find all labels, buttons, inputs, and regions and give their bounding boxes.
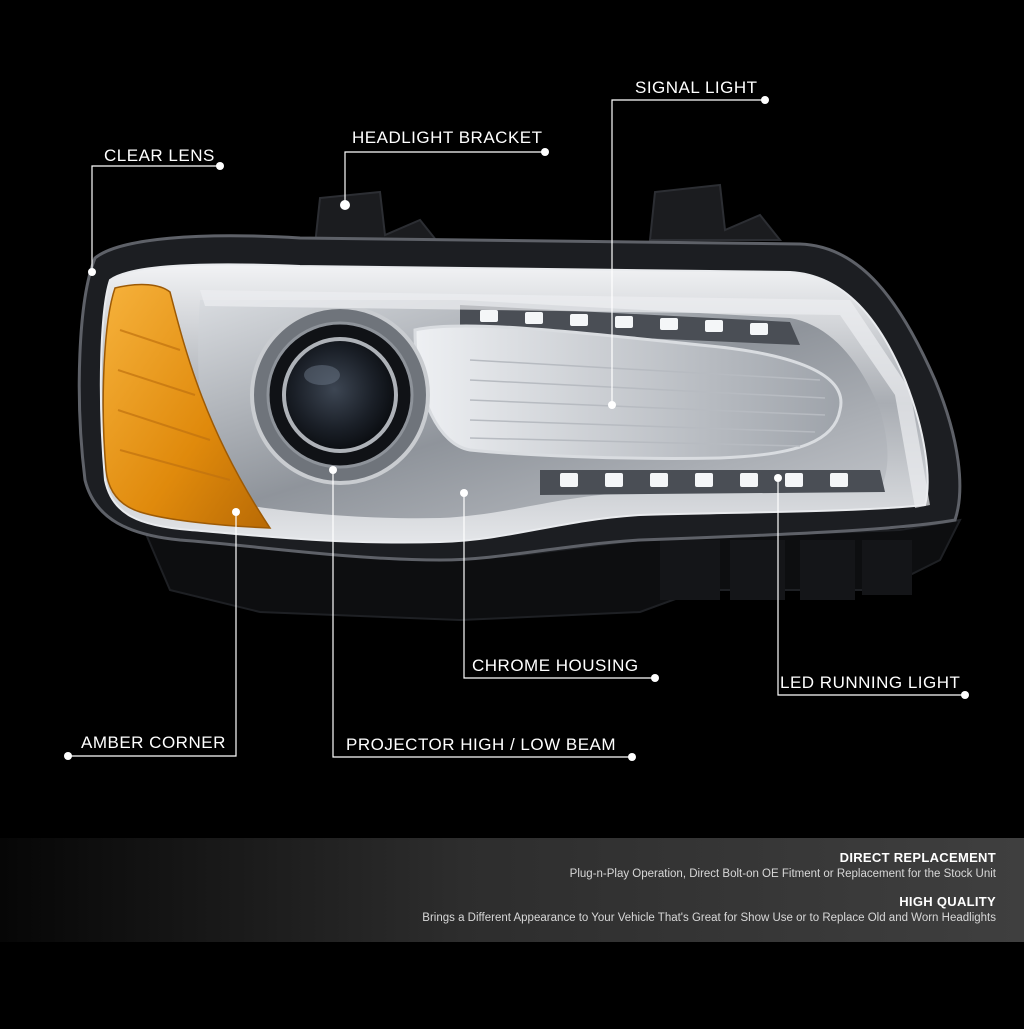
callout-chrome-housing: CHROME HOUSING [472,656,639,675]
callout-lines [68,99,965,758]
amber-corner-reflector [102,283,272,529]
projector-lens [250,305,430,485]
amber-texture [117,329,231,481]
callout-led-running-light: LED RUNNING LIGHT [780,673,961,692]
chrome-trim-strip [200,290,930,508]
feature-heading-direct-replacement: DIRECT REPLACEMENT [839,850,996,865]
callout-signal-light: SIGNAL LIGHT [635,78,758,97]
led-strip-bottom [540,470,885,495]
callout-amber-corner: AMBER CORNER [81,733,226,752]
callout-projector-beam: PROJECTOR HIGH / LOW BEAM [346,735,617,754]
callout-headlight-bracket: HEADLIGHT BRACKET [352,128,543,147]
feature-panel: DIRECT REPLACEMENT Plug-n-Play Operation… [0,838,1024,942]
callout-dots [64,96,969,761]
signal-light-module [413,324,843,460]
signal-light-ribs [469,359,826,447]
rear-housing [138,518,962,622]
headlight-bracket-right [648,183,783,241]
feature-heading-high-quality: HIGH QUALITY [899,894,996,909]
callout-clear-lens: CLEAR LENS [104,146,215,165]
led-strip-top [460,305,800,345]
feature-text-high-quality: Brings a Different Appearance to Your Ve… [422,912,996,924]
feature-text-direct-replacement: Plug-n-Play Operation, Direct Bolt-on OE… [569,868,996,880]
